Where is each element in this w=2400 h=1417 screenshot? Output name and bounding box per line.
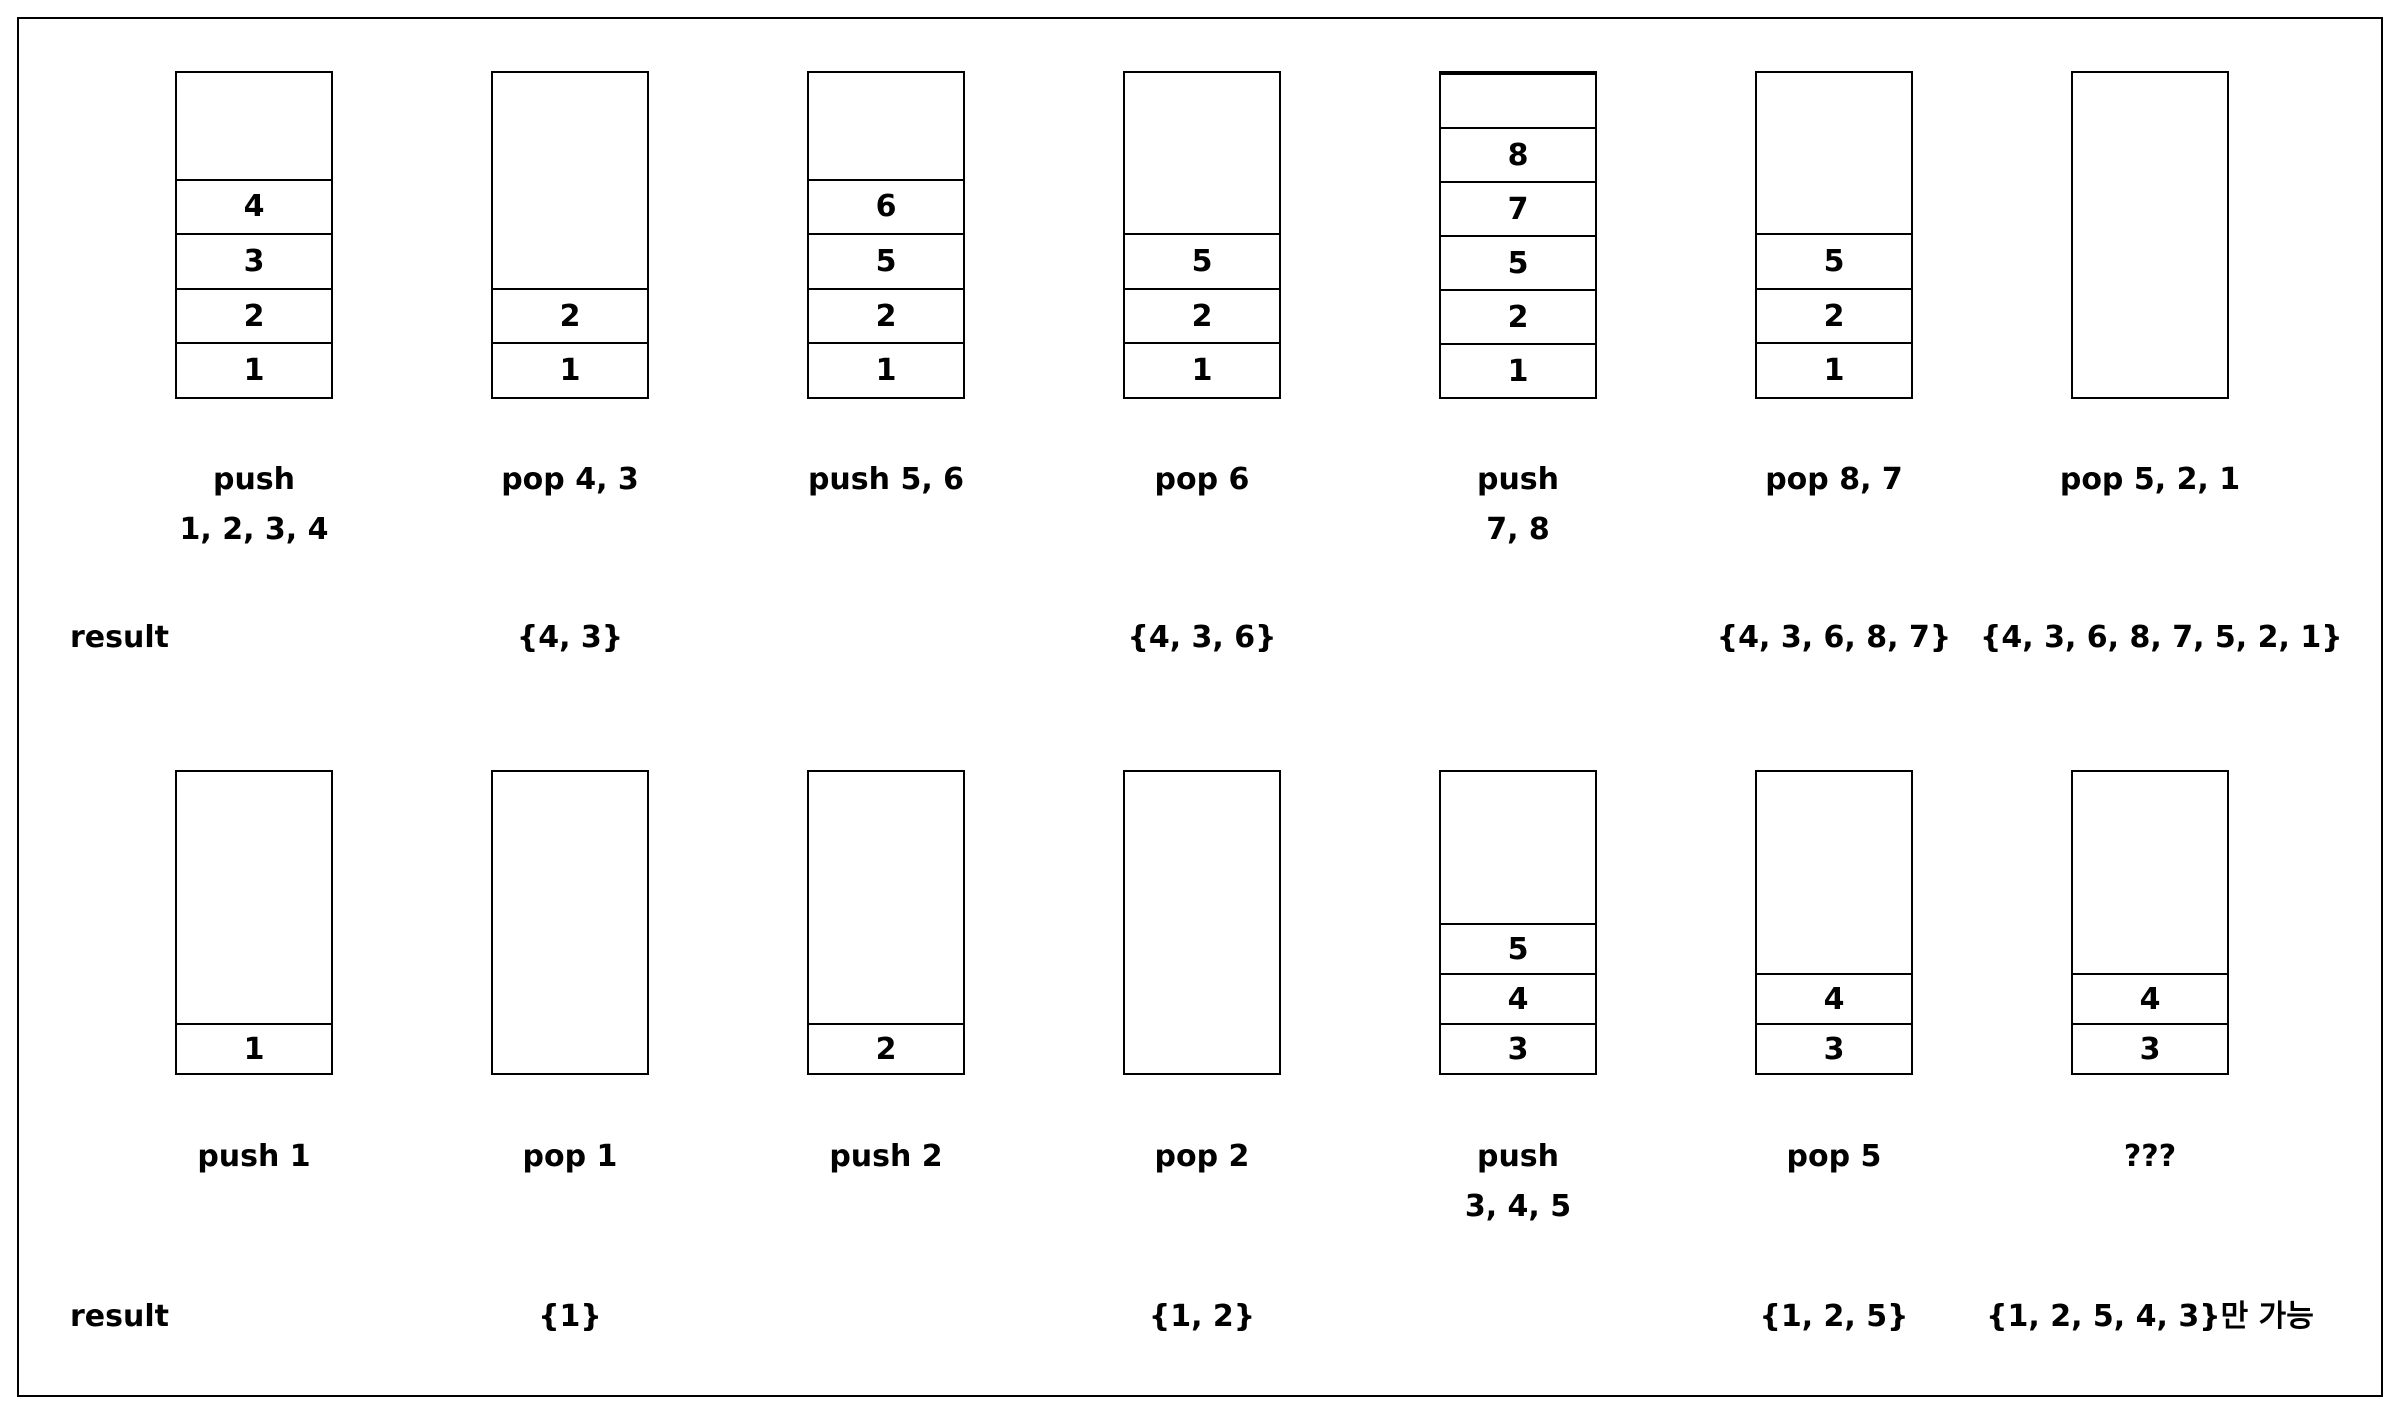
operation-label: push 2 bbox=[829, 1139, 943, 1174]
result-value: {4, 3} bbox=[516, 620, 624, 655]
stack-cell: 2 bbox=[809, 1023, 963, 1073]
result-value: {4, 3, 6, 8, 7} bbox=[1716, 620, 1952, 655]
stack-cell: 5 bbox=[1125, 233, 1279, 288]
result-row-label: result bbox=[70, 1299, 169, 1334]
operation-label: ??? bbox=[2123, 1139, 2177, 1174]
stack-cell: 1 bbox=[809, 342, 963, 397]
stack-cell: 2 bbox=[809, 287, 963, 343]
stack-cell: 4 bbox=[2073, 973, 2227, 1023]
stack-cell: 1 bbox=[1441, 343, 1595, 397]
operation-label: pop 4, 3 bbox=[501, 462, 639, 497]
result-value: {1, 2, 5, 4, 3}만 가능 bbox=[1986, 1299, 2314, 1334]
stack-cell: 3 bbox=[177, 233, 331, 288]
stack-cell: 4 bbox=[177, 178, 331, 234]
stack-container: 2 bbox=[807, 770, 965, 1075]
operation-label: push 3, 4, 5 bbox=[1464, 1139, 1572, 1224]
stack-cell: 1 bbox=[493, 342, 647, 397]
diagram-frame bbox=[17, 17, 2383, 1397]
stack-cell: 4 bbox=[1441, 973, 1595, 1023]
stack-container bbox=[1123, 770, 1281, 1075]
stack-cell: 4 bbox=[1757, 973, 1911, 1023]
stack-cell: 3 bbox=[1441, 1023, 1595, 1073]
stack-cell: 2 bbox=[1125, 287, 1279, 343]
operation-label: push 1, 2, 3, 4 bbox=[179, 462, 329, 547]
stack-cell: 2 bbox=[1757, 287, 1911, 343]
stack-cell: 7 bbox=[1441, 181, 1595, 235]
stack-cell: 2 bbox=[493, 287, 647, 343]
operation-label: push 7, 8 bbox=[1476, 462, 1560, 547]
result-row-label: result bbox=[70, 620, 169, 655]
stack-cell: 5 bbox=[1441, 235, 1595, 289]
stack-container bbox=[491, 770, 649, 1075]
stack-cell: 2 bbox=[177, 287, 331, 343]
stack-cell: 5 bbox=[809, 233, 963, 288]
stack-cell: 5 bbox=[1441, 923, 1595, 973]
stack-cell: 2 bbox=[1441, 289, 1595, 343]
stack-cell: 1 bbox=[1757, 342, 1911, 397]
operation-label: pop 5, 2, 1 bbox=[2059, 462, 2241, 497]
stack-cell: 1 bbox=[177, 342, 331, 397]
result-value: {4, 3, 6, 8, 7, 5, 2, 1} bbox=[1980, 620, 2343, 655]
operation-label: pop 5 bbox=[1786, 1139, 1882, 1174]
stack-cell: 1 bbox=[177, 1023, 331, 1073]
result-value: {4, 3, 6} bbox=[1127, 620, 1277, 655]
stack-container bbox=[2071, 71, 2229, 399]
stack-cell bbox=[1441, 73, 1595, 127]
stack-cell: 1 bbox=[1125, 342, 1279, 397]
operation-label: pop 2 bbox=[1154, 1139, 1250, 1174]
result-value: {1, 2, 5} bbox=[1759, 1299, 1909, 1334]
stack-cell: 3 bbox=[1757, 1023, 1911, 1073]
operation-label: push 1 bbox=[197, 1139, 311, 1174]
operation-label: push 5, 6 bbox=[807, 462, 965, 497]
stack-cell: 8 bbox=[1441, 127, 1595, 181]
stack-cell: 3 bbox=[2073, 1023, 2227, 1073]
operation-label: pop 6 bbox=[1154, 462, 1250, 497]
stack-cell: 5 bbox=[1757, 233, 1911, 288]
result-value: {1, 2} bbox=[1148, 1299, 1256, 1334]
stack-container: 1 bbox=[175, 770, 333, 1075]
operation-label: pop 1 bbox=[522, 1139, 618, 1174]
operation-label: pop 8, 7 bbox=[1765, 462, 1903, 497]
result-value: {1} bbox=[538, 1299, 602, 1334]
stack-cell: 6 bbox=[809, 178, 963, 234]
